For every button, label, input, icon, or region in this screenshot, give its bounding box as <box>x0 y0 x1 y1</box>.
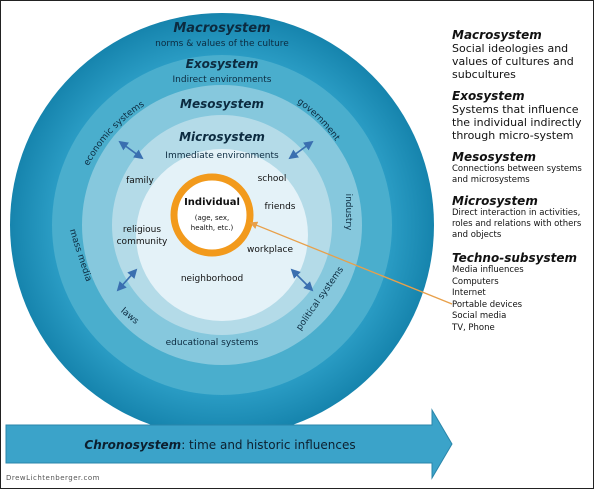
legend-mesosystem: Mesosystem Connections between systems a… <box>452 150 592 186</box>
credit-watermark: DrewLichtenberger.com <box>6 474 100 482</box>
techno-item: TV, Phone <box>452 322 495 333</box>
techno-connector-arrow <box>249 221 453 305</box>
individual-line1: (age, sex, <box>195 214 229 222</box>
school-label: school <box>258 174 287 184</box>
religious-label: religious <box>123 225 161 235</box>
legend-exo-title: Exosystem <box>452 89 525 103</box>
meso-arrow-top-left <box>118 140 144 160</box>
family-label: family <box>126 176 154 186</box>
techno-item: Internet <box>452 288 486 298</box>
chronosystem-title: Chronosystem <box>84 438 181 452</box>
individual-circle <box>170 173 254 257</box>
microsystem-subtitle: Immediate environments <box>165 151 279 161</box>
mesosystem-title: Mesosystem <box>180 97 264 111</box>
individual-title: Individual <box>184 197 240 208</box>
techno-list: Media influences Computers Internet Port… <box>452 265 592 334</box>
legend: Macrosystem Social ideologies and values… <box>452 28 592 342</box>
legend-exosystem: Exosystem Systems that influence the ind… <box>452 89 592 142</box>
chronosystem-rest: : time and historic influences <box>181 438 355 452</box>
legend-micro-desc: Direct interaction in activities, roles … <box>452 208 582 240</box>
techno-item: Social media <box>452 311 507 321</box>
friends-label: friends <box>264 202 295 212</box>
techno-item: Portable devices <box>452 299 523 310</box>
legend-meso-title: Mesosystem <box>452 150 536 164</box>
legend-microsystem: Microsystem Direct interaction in activi… <box>452 194 592 241</box>
legend-micro-title: Microsystem <box>452 194 538 208</box>
macrosystem-title: Macrosystem <box>173 21 270 36</box>
chronosystem-arrow <box>5 408 453 480</box>
legend-macro-title: Macrosystem <box>452 28 542 42</box>
meso-arrow-bottom-left <box>116 268 138 292</box>
industry-label: industry <box>343 194 353 232</box>
community-label: community <box>117 237 168 247</box>
meso-arrow-bottom-right <box>290 268 314 292</box>
educational-systems-label: educational systems <box>166 338 259 348</box>
exosystem-subtitle: Indirect environments <box>173 75 272 85</box>
legend-macrosystem: Macrosystem Social ideologies and values… <box>452 28 592 81</box>
individual-line2: health, etc.) <box>191 224 234 232</box>
meso-arrow-top-right <box>288 140 314 160</box>
workplace-label: workplace <box>247 245 293 255</box>
microsystem-title: Microsystem <box>179 130 265 144</box>
exosystem-title: Exosystem <box>186 57 259 71</box>
techno-item: Media influences <box>452 265 524 275</box>
legend-meso-desc: Connections between systems and microsys… <box>452 164 582 185</box>
legend-techno-subsystem: Techno-subsystem Media influences Comput… <box>452 251 592 334</box>
neighborhood-label: neighborhood <box>181 274 243 284</box>
techno-item: Computers <box>452 276 499 287</box>
chronosystem-label: Chronosystem: time and historic influenc… <box>84 438 355 452</box>
legend-exo-desc: Systems that influence the individual in… <box>452 103 582 142</box>
legend-macro-desc: Social ideologies and values of cultures… <box>452 42 574 81</box>
macrosystem-subtitle: norms & values of the culture <box>155 39 289 49</box>
legend-techno-title: Techno-subsystem <box>452 251 577 265</box>
